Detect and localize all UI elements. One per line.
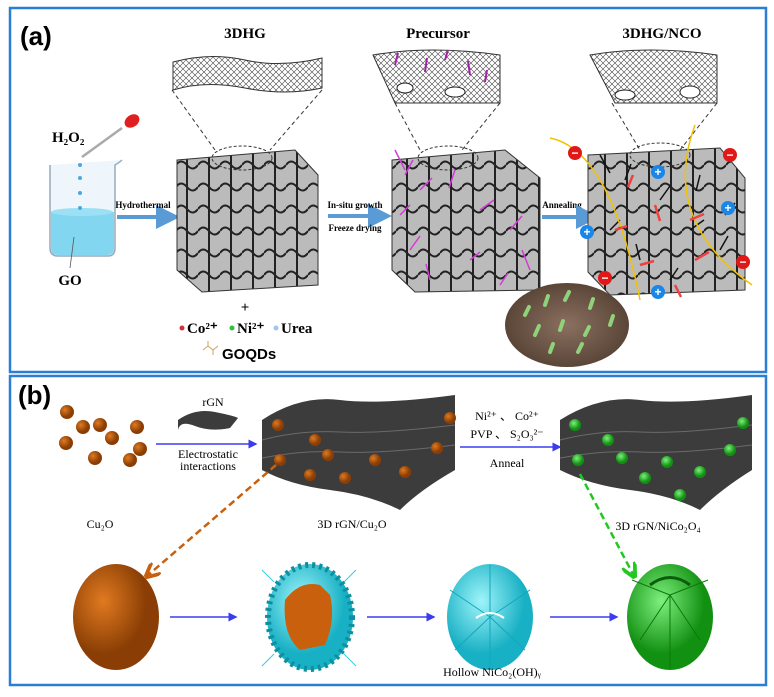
nco-inset [589,49,718,151]
hydrothermal-label: Hydrothermal [115,200,171,210]
cation-icon: + [580,225,594,239]
3dhg-inset [171,55,323,151]
svg-text:+: + [654,165,661,179]
rgn-cu2o-label: 3D rGN/Cu₂O [317,517,387,531]
reagents-line1: Ni²⁺ 、 Co²⁺ [475,409,539,423]
anion-icon: − [736,255,750,269]
electrostatic-label: Electrostatic [178,447,238,461]
title-3dhg-nco: 3DHG/NCO [622,26,701,42]
seedling-photo [505,283,629,367]
urea-label: Urea [281,321,313,337]
ion-path [684,124,753,286]
panel-a-label: (a) [20,21,52,51]
svg-text:−: − [739,255,746,269]
svg-text:−: − [726,148,733,162]
nico2o4-sphere [627,564,713,670]
svg-text:+: + [724,201,731,215]
cu2o-label: Cu₂O [87,517,114,531]
core-shell-sphere [261,562,357,672]
in-situ-growth-label: In-situ growth [327,200,382,210]
rgn-nico-stack [559,395,753,510]
anion-icon: − [568,146,582,160]
svg-text:+: + [654,285,661,299]
rgn-label: rGN [202,395,224,409]
goqds-icon [202,341,219,355]
zoom-cu2o-arrow [147,464,277,576]
title-3dhg: 3DHG [224,26,266,42]
beaker [49,159,123,257]
co-dot-icon [179,325,185,331]
reagents-line2: PVP 、 S₂O₃²⁻ [470,427,543,441]
hollow-label: Hollow NiCo₂(OH)ᵧ [443,665,542,679]
rgn-nico-label: 3D rGN/NiCo₂O₄ [615,519,700,533]
goqds-label: GOQDs [222,346,276,363]
cu2o-sphere [73,564,159,670]
anion-icon: − [598,271,612,285]
ion-path [549,137,641,301]
anion-icon: − [723,148,737,162]
svg-text:−: − [601,271,608,285]
title-precursor: Precursor [406,26,470,42]
nco-structure [549,124,753,301]
rgn-sheet [178,411,238,430]
hollow-sphere [447,564,533,670]
zoom-nico-arrow [578,473,634,576]
freeze-drying-label: Freeze drying [328,223,382,233]
plus-sign: + [241,300,250,316]
ion-indicators: − − − − + + + + [568,146,750,299]
dropper-icon [81,114,140,159]
rgn-cu2o-stack [261,395,456,510]
cation-icon: + [651,165,665,179]
annealing-label: Annealing [542,200,582,210]
svg-text:+: + [583,225,590,239]
h2o2-label: H₂O₂ [52,130,85,146]
interactions-label: interactions [180,459,236,473]
3dhg-structure [176,145,319,293]
ni-dot-icon [229,325,235,331]
svg-text:−: − [571,146,578,160]
cu2o-particles [59,405,147,467]
panel-b-label: (b) [18,380,51,410]
ni-label: Ni²⁺ [237,321,264,337]
cation-icon: + [651,285,665,299]
go-label: GO [58,273,81,289]
cation-icon: + [721,201,735,215]
co-label: Co²⁺ [187,321,218,337]
precursor-inset [372,49,501,151]
precursor-structure [391,145,541,293]
reagent-legend: Co²⁺ Ni²⁺ Urea GOQDs [179,321,313,363]
anneal-label: Anneal [490,456,525,470]
urea-dot-icon [273,325,279,331]
